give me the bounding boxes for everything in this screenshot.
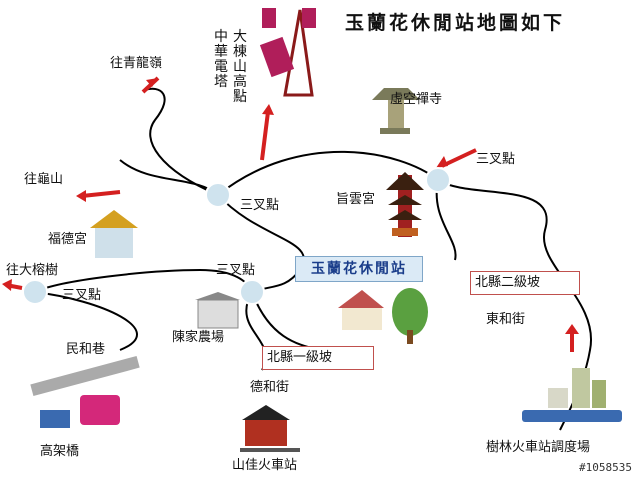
xukong-temple-icon xyxy=(372,88,420,134)
label-donghe-street: 東和街 xyxy=(486,312,526,327)
label-to-guishan: 往龜山 xyxy=(24,172,64,187)
label-fude-temple: 福德宮 xyxy=(48,232,88,247)
junction-top-right xyxy=(425,167,451,193)
label-minhe-alley: 民和巷 xyxy=(66,342,106,357)
label-junction-top-left: 三叉點 xyxy=(240,198,280,213)
shanjia-station-icon xyxy=(240,405,300,452)
junction-middle xyxy=(239,279,265,305)
junction-top-left xyxy=(205,182,231,208)
rest-station-label: 玉蘭花休閒站 xyxy=(295,256,423,282)
slope-label-1: 北縣一級坡 xyxy=(262,346,374,370)
map-title: 玉蘭花休閒站地圖如下 xyxy=(345,12,566,34)
label-shanjia-station: 山佳火車站 xyxy=(232,458,298,473)
tower-label-col2: 中華電塔 xyxy=(214,29,228,90)
label-junction-top-right: 三叉點 xyxy=(476,152,516,167)
farm-icon xyxy=(195,292,240,329)
pagoda-icon xyxy=(386,172,424,237)
label-junction-middle: 三叉點 xyxy=(216,263,256,278)
junctions xyxy=(22,167,451,305)
label-overpass: 高架橋 xyxy=(40,444,80,459)
tower-label-col1: 大棟山高點 xyxy=(233,29,247,105)
label-xukong-temple: 虛空禪寺 xyxy=(390,92,443,107)
road-to-qinglong xyxy=(144,87,219,196)
slope-label-2: 北縣二級坡 xyxy=(470,271,580,295)
arrow-to-guishan xyxy=(81,190,121,198)
road-left-down xyxy=(34,291,138,351)
shulin-yard-icon xyxy=(522,368,622,422)
road-right-loop xyxy=(437,179,593,431)
label-dehe-street: 德和街 xyxy=(250,380,290,395)
label-chen-farm: 陳家農場 xyxy=(172,330,225,345)
direction-arrows xyxy=(2,76,579,352)
road-west xyxy=(34,268,253,293)
fude-temple-icon xyxy=(90,210,138,258)
junction-left xyxy=(22,279,48,305)
label-shulin-yard: 樹林火車站調度場 xyxy=(486,440,591,455)
arrow-top-right xyxy=(441,148,477,168)
label-to-dayeshu: 往大榕樹 xyxy=(6,263,59,278)
house-and-tree-icon xyxy=(338,288,428,344)
road-main-north xyxy=(217,150,439,196)
label-junction-left: 三叉點 xyxy=(62,288,102,303)
road-south-2 xyxy=(251,291,321,351)
arrow-to-tower xyxy=(260,111,270,161)
label-zhiyun-palace: 旨雲宮 xyxy=(336,192,376,207)
label-to-qinglong: 往青龍嶺 xyxy=(110,56,163,71)
tower-icon xyxy=(259,8,316,97)
watermark: #1058535 xyxy=(579,461,632,474)
overpass-icon xyxy=(30,355,140,428)
